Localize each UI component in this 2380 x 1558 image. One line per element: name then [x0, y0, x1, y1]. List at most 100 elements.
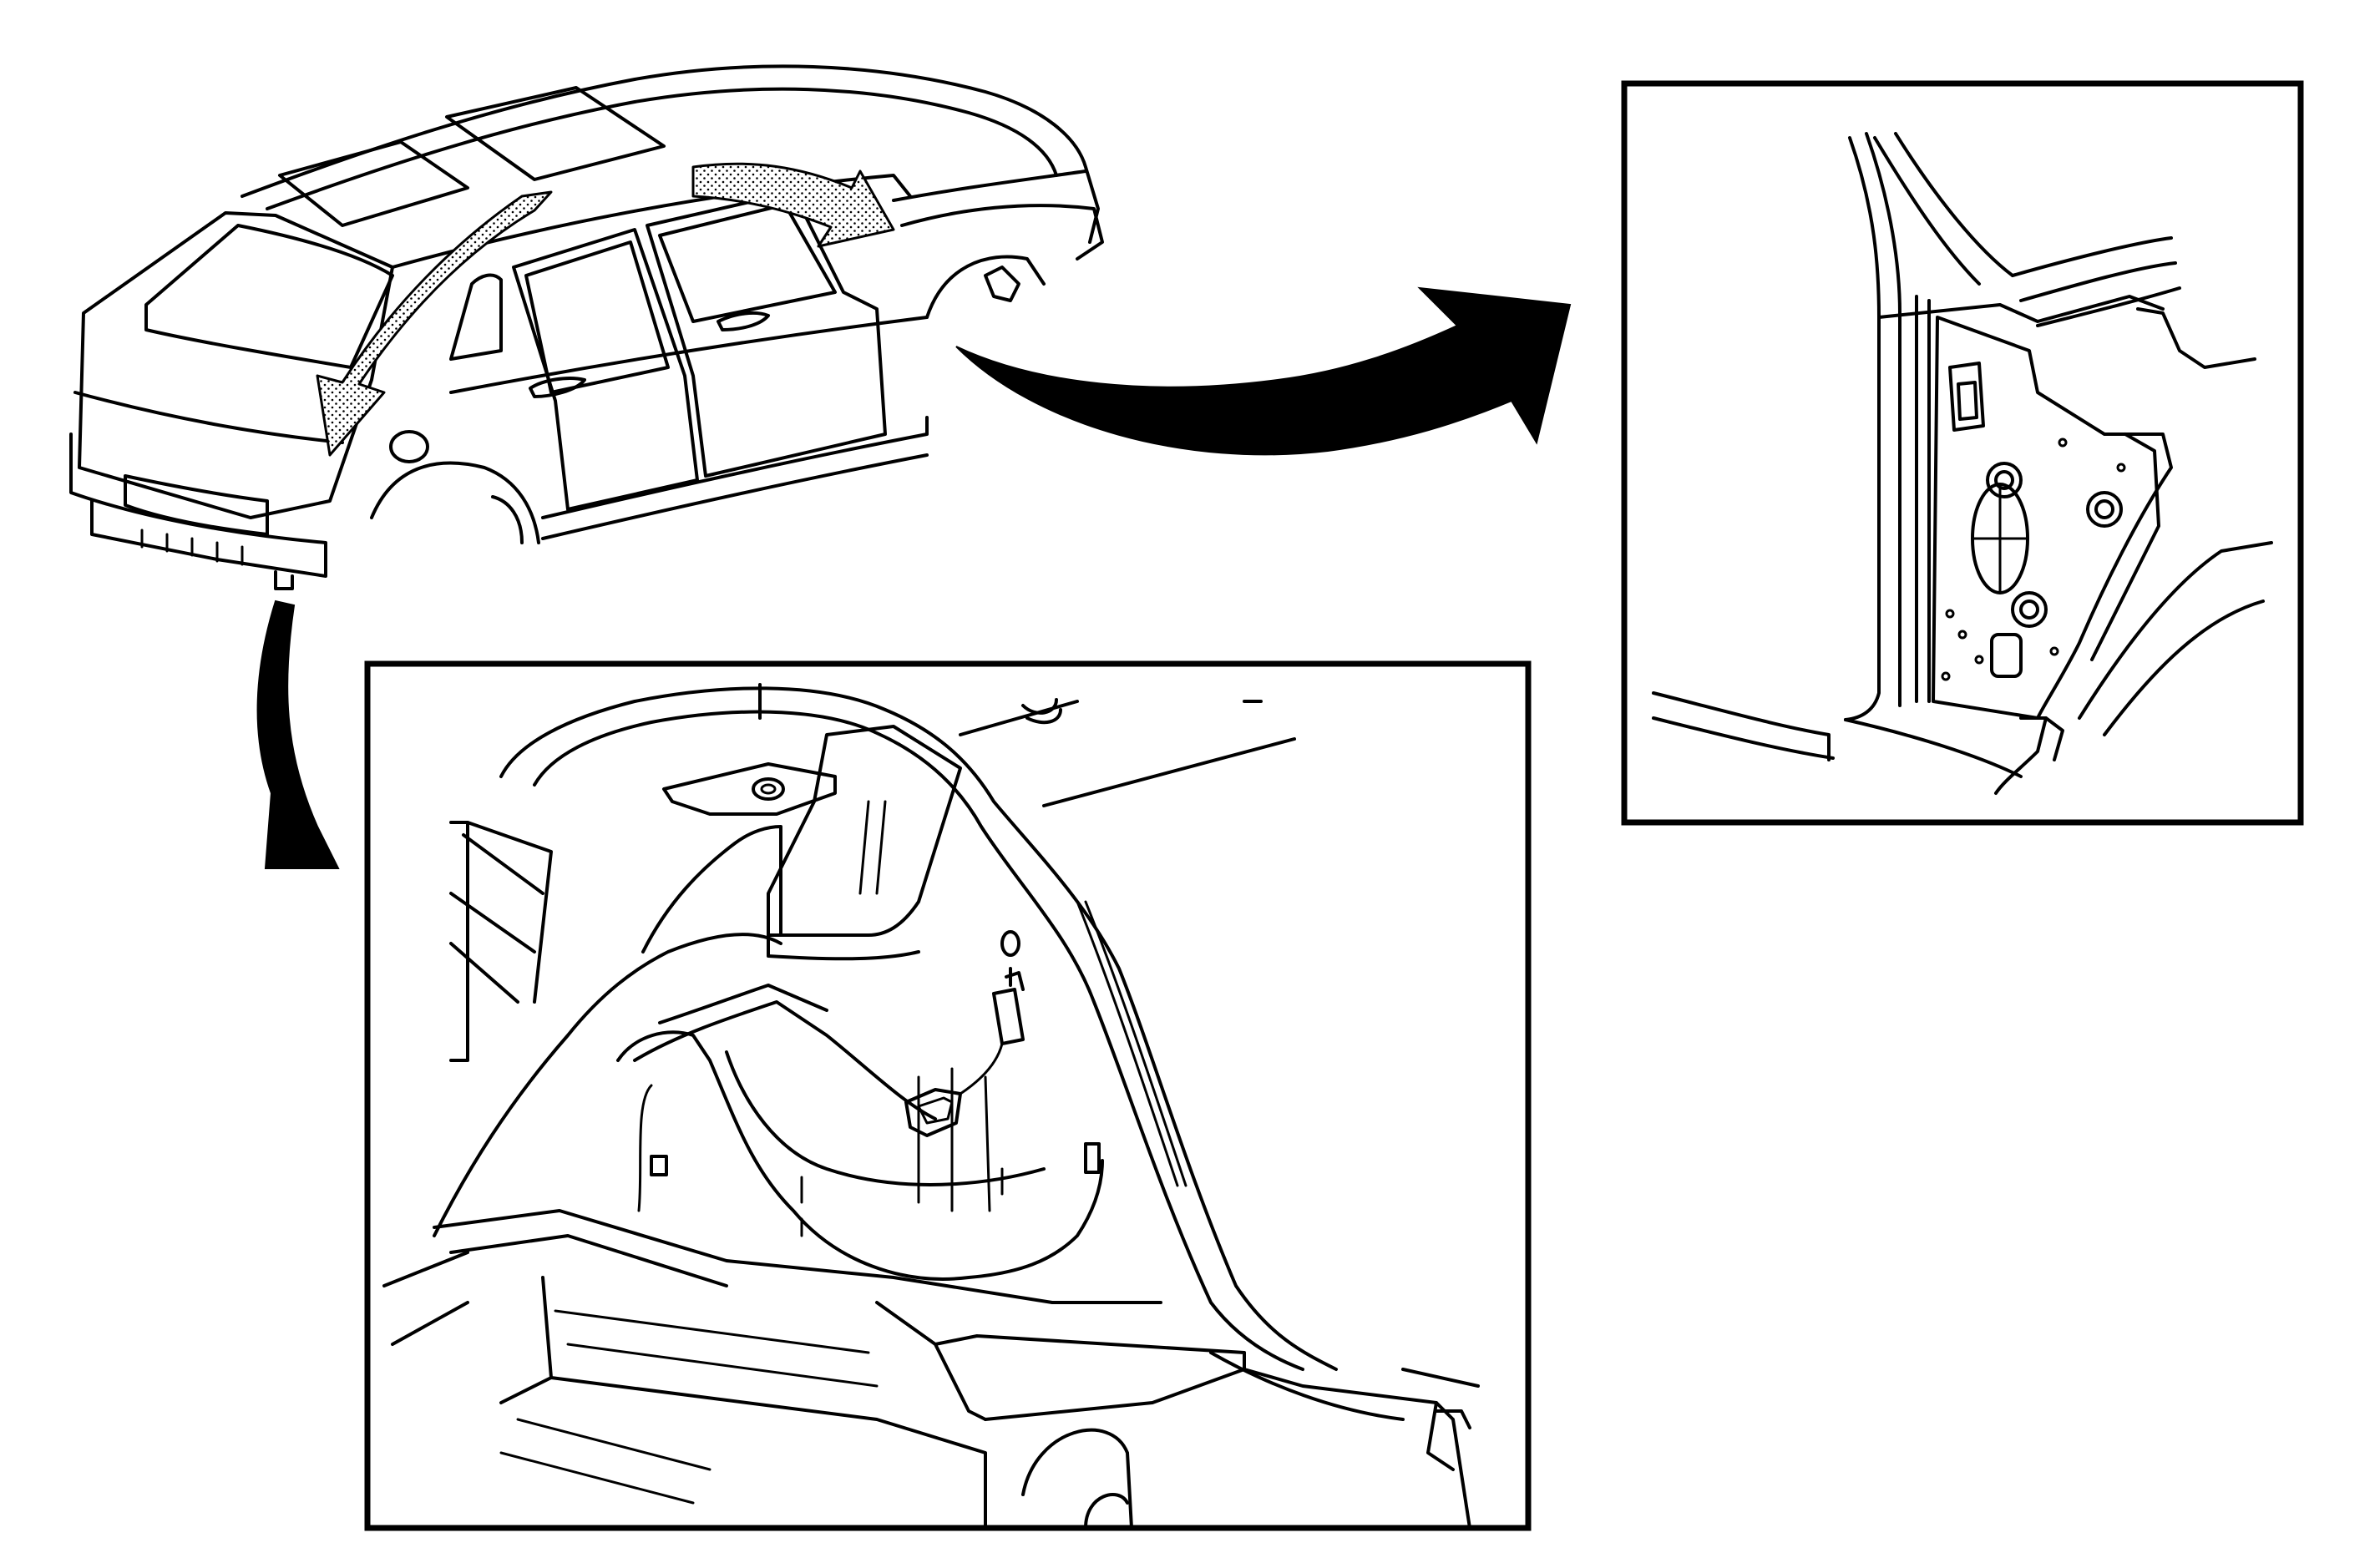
left-quarter-lower: [433, 933, 782, 1237]
wheelhouse-curve-2: [2103, 599, 2265, 736]
latch-bracket: [662, 762, 837, 816]
roof-trim-arc-inner: [533, 710, 1304, 1371]
square-hole-right: [1084, 1142, 1101, 1174]
wheelhouse-inner: [637, 1084, 653, 1212]
rear-door-window: [524, 240, 670, 394]
rocker-lower: [541, 453, 929, 540]
rear-sunroof: [278, 140, 469, 227]
front-door-handle: [717, 311, 770, 331]
striker-stud: [992, 988, 1025, 1045]
inner-panel: [1932, 316, 2173, 720]
rear-window: [144, 224, 394, 369]
floor-sill-2: [449, 1234, 728, 1287]
body-side-beltline: [449, 316, 929, 394]
spare-well-hub: [1084, 1493, 1129, 1530]
rear-door-handle: [529, 377, 586, 398]
upper-bracket: [1948, 362, 1985, 432]
panel-top-edge: [1877, 295, 2165, 323]
wheelhouse: [616, 1030, 1104, 1281]
hatch-ribs: [140, 529, 244, 566]
right-tail-bracket: [1243, 1368, 1471, 1530]
grommet-lower: [2011, 591, 2048, 628]
latch-clip-inner: [917, 1096, 954, 1125]
roof-trim-arc: [499, 686, 1338, 1371]
front-bracket: [984, 266, 1020, 302]
floor-panel-right: [875, 1301, 1246, 1421]
rear-arch-inner: [491, 495, 524, 544]
fuel-door: [389, 430, 429, 463]
cargo-tub: [725, 1050, 1046, 1186]
grommet-right-inner: [2094, 499, 2114, 519]
latch-clip: [904, 1088, 962, 1137]
roof-rail-lines: [2011, 236, 2181, 327]
inset-compartment-detail: [364, 660, 1532, 1531]
upper-right-trim: [2136, 307, 2256, 369]
spare-well: [1021, 1428, 1133, 1530]
inset-pillar-detail: [1621, 80, 2304, 826]
grommet-lower-inner: [2019, 599, 2039, 620]
hood-line: [892, 169, 1087, 202]
bracket-hole-inner: [760, 783, 777, 795]
arrow-to-pillar-detail: [955, 286, 1572, 456]
rear-fascia: [124, 474, 269, 536]
pillar-inner-edge-1: [1865, 132, 1901, 707]
rear-body-lines: [1209, 1351, 1405, 1421]
crescent-hole: [1021, 698, 1058, 715]
striker-top: [1005, 967, 1025, 991]
left-window-edge: [466, 821, 553, 1004]
housing-base: [767, 933, 920, 961]
liftgate-outline: [78, 211, 394, 519]
front-wheel-arch: [925, 255, 1046, 319]
floor-sill-lines: [1652, 691, 2023, 778]
left-quarter-trim: [641, 825, 782, 954]
roof-outline: [241, 64, 1100, 244]
left-window-frame: [449, 821, 544, 1062]
compartment-inset-frame: [364, 660, 1532, 1531]
right-lamp-mount: [1401, 1368, 1480, 1429]
front-pillar-arrow: [691, 162, 895, 248]
floor-edge: [382, 1251, 469, 1346]
trim-groove: [1076, 900, 1187, 1187]
rocker-panel: [541, 416, 929, 519]
floor-bracket: [1994, 716, 2064, 795]
bolt-head: [1000, 930, 1020, 957]
rear-wheel-arch: [370, 461, 540, 544]
rear-door: [512, 228, 699, 511]
small-marks: [800, 1167, 1004, 1237]
tow-hook: [274, 570, 294, 590]
bracket-hole: [752, 777, 785, 801]
pillar-outer-edge: [1844, 136, 1881, 721]
slot-lower: [1990, 633, 2023, 678]
grommet-right: [2086, 491, 2123, 528]
pillar-top-trim: [1873, 132, 2014, 286]
grommet-upper: [1986, 462, 2023, 498]
housing-groove: [858, 800, 887, 895]
access-hole-cross: [1971, 483, 2029, 594]
rear-pillar-arrow: [316, 190, 553, 457]
jack-panel-top: [658, 984, 828, 1024]
roof-inner-line: [266, 87, 1058, 210]
grommet-upper-inner: [1994, 470, 2014, 490]
front-fender: [900, 204, 1104, 261]
pillar-inset-frame: [1621, 80, 2304, 826]
floor-corner: [984, 1368, 1246, 1421]
floor-sill: [433, 1209, 1162, 1304]
quarter-window: [449, 273, 503, 361]
liftgate-lower: [73, 391, 344, 444]
front-sunroof: [445, 86, 666, 181]
wheelhouse-curve: [2078, 541, 2273, 720]
panel-right-flange: [2090, 432, 2160, 661]
clip-wire: [959, 1042, 1004, 1095]
square-hole-left: [650, 1155, 668, 1176]
rivet-holes: [1941, 438, 2126, 681]
floor-panel: [499, 1276, 987, 1530]
roof-line-right: [959, 700, 1296, 807]
front-door-window: [658, 203, 837, 323]
vehicle-body-view: [69, 64, 1104, 590]
floor-panel-lines: [499, 1309, 879, 1505]
jack-panel: [633, 1000, 937, 1120]
roof-hook: [1025, 708, 1062, 725]
arrow-to-compartment-detail: [256, 599, 340, 869]
